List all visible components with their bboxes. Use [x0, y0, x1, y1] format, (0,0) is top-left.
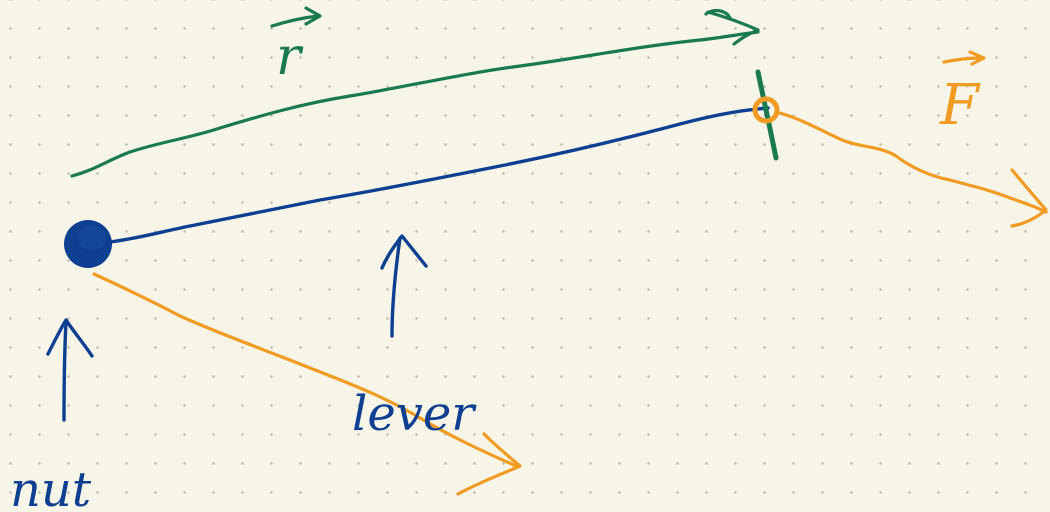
f-vector-shaft	[774, 110, 1048, 214]
lever-arrow	[92, 272, 522, 496]
r-label-arrow	[270, 6, 322, 28]
r-vector-shaft	[70, 30, 760, 178]
lever-line	[108, 106, 770, 244]
f-label-arrow	[942, 50, 986, 66]
f-label: F	[939, 73, 981, 138]
nut-pointer-arrow	[46, 318, 94, 422]
lever-arrow-shaft	[92, 272, 518, 468]
r-vector	[70, 6, 760, 178]
f-vector-arrowhead	[1010, 168, 1048, 228]
lever-pointer-arrow	[380, 234, 428, 338]
r-vector-arrowhead	[706, 10, 760, 46]
r-label: r	[276, 27, 304, 87]
perpendicular-tick	[755, 69, 779, 161]
lever-arrow-head	[456, 432, 522, 496]
force-point	[752, 96, 780, 124]
nut-label: nut	[10, 462, 92, 512]
pivot-dot	[64, 220, 112, 268]
r-vector-tip-scribble	[704, 8, 732, 20]
lever-label: lever	[352, 386, 477, 442]
f-vector	[774, 50, 1048, 228]
